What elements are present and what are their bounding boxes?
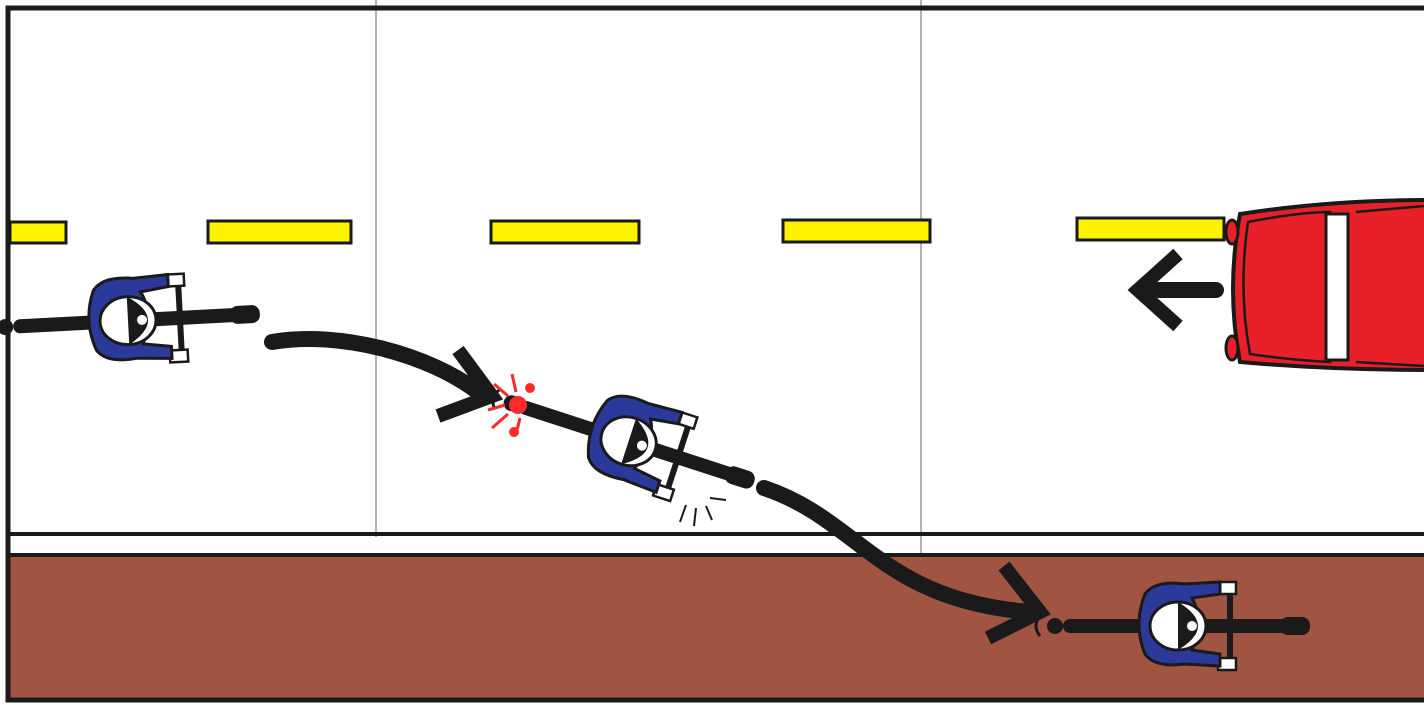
car-top-view-icon [1226,200,1424,370]
center-dash [208,221,351,243]
center-dash [491,221,639,243]
center-dash [1077,218,1224,240]
center-dash [10,222,66,243]
center-dash [783,220,930,242]
